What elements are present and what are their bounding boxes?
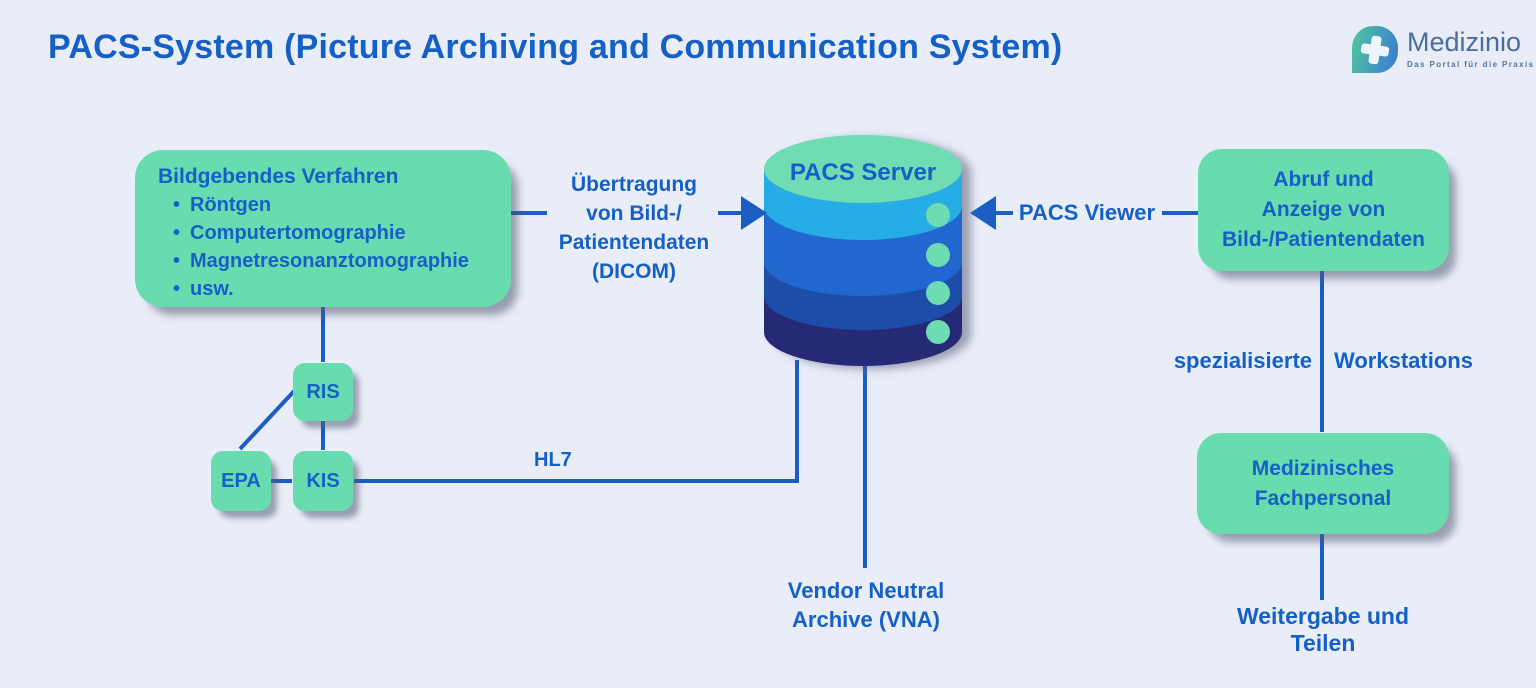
cylinder-layer-cyan xyxy=(764,169,962,240)
modality-heading: Bildgebendes Verfahren xyxy=(158,165,399,188)
pacs-server-label: PACS Server xyxy=(789,159,937,186)
vna-label: Vendor Neutral Archive (VNA) xyxy=(787,578,945,632)
epa-box: EPA xyxy=(211,451,271,511)
retrieval-box: Abruf und Anzeige von Bild-/Patientendat… xyxy=(1198,149,1449,271)
pacs-viewer-label: PACS Viewer xyxy=(1018,200,1156,225)
kis-box: KIS xyxy=(293,451,353,511)
page-title: PACS-System (Picture Archiving and Commu… xyxy=(48,28,1063,66)
modality-item: Röntgen xyxy=(158,191,501,219)
modality-item: Magnetresonanztomographie xyxy=(158,247,501,275)
logo-name: Medizinio xyxy=(1407,27,1522,57)
hl7-label: HL7 xyxy=(534,449,572,471)
ris-box: RIS xyxy=(293,363,353,421)
staff-box: Medizinisches Fachpersonal xyxy=(1197,433,1449,534)
workstations-label-right: Workstations xyxy=(1334,348,1473,373)
cylinder-dot xyxy=(926,243,950,267)
modality-box: Bildgebendes Verfahren Röntgen Computert… xyxy=(135,150,511,307)
modality-item: usw. xyxy=(158,275,501,303)
cylinder-top xyxy=(764,135,962,203)
workstations-label-left: spezialisierte xyxy=(1173,348,1312,373)
arrow-right-icon xyxy=(741,196,767,230)
arrow-left-icon xyxy=(970,196,996,230)
medizinio-logo: Medizinio Das Portal für die Praxis xyxy=(1352,26,1534,73)
connector-lines xyxy=(238,211,1324,600)
cylinder-dot xyxy=(926,281,950,305)
logo-tagline: Das Portal für die Praxis xyxy=(1407,60,1535,69)
cylinder-dot xyxy=(926,320,950,344)
dicom-transfer-label: Übertragung von Bild-/ Patientendaten (D… xyxy=(558,173,710,283)
epa-to-ris-line xyxy=(238,386,299,451)
medical-cross-leaf-icon xyxy=(1352,26,1398,73)
kis-to-server-hl7-line xyxy=(354,360,799,483)
share-label: Weitergabe und Teilen xyxy=(1236,603,1410,656)
modality-item: Computertomographie xyxy=(158,219,501,247)
pacs-server-cylinder xyxy=(764,135,962,366)
cylinder-dot xyxy=(926,203,950,227)
